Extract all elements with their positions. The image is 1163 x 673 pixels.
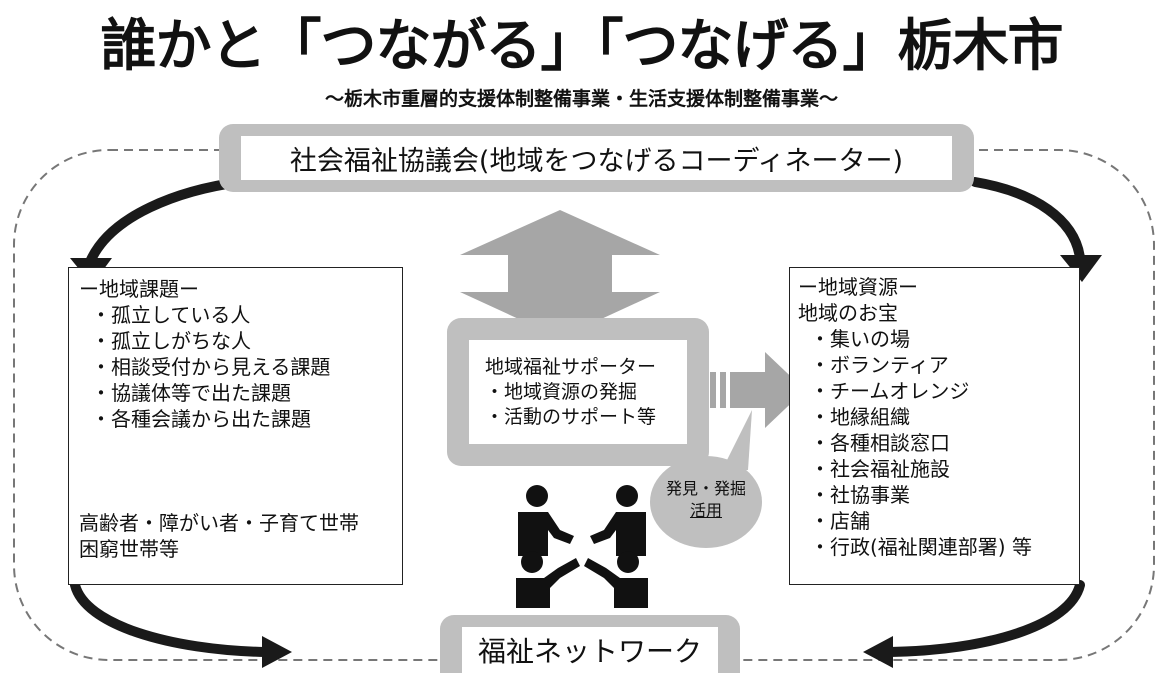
council-label: 社会福祉協議会(地域をつなげるコーディネーター) (289, 145, 904, 177)
list-item: ・相談受付から見える課題 (91, 355, 331, 379)
list-item: ・社協事業 (810, 483, 910, 507)
utilization-line: 活用 (689, 501, 722, 520)
curved-arrow-top-left (85, 177, 245, 267)
local-issues-heading: ー地域課題ー (79, 277, 199, 301)
page-title: 誰かと「つながる」「つなげる」栃木市 (100, 14, 1064, 79)
arrowhead-bottom-left (262, 636, 292, 668)
page-subtitle: ～栃木市重層的支援体制整備事業・生活支援体制整備事業～ (324, 88, 838, 110)
list-item: ・協議体等で出た課題 (91, 381, 291, 405)
list-item: ・各種会議から出た課題 (91, 407, 311, 431)
list-item: ・店舗 (810, 509, 870, 533)
people-pointing-icon (516, 485, 648, 608)
list-item: ・行政(福祉関連部署) 等 (810, 535, 1032, 559)
target-groups-line: 困窮世帯等 (79, 537, 179, 561)
discovery-label: 発見・発掘 活用 (650, 478, 762, 522)
local-issues-panel: ー地域課題ー ・孤立している人 ・孤立しがちな人 ・相談受付から見える課題 ・協… (68, 267, 403, 585)
target-groups-line: 高齢者・障がい者・子育て世帯 (79, 511, 359, 535)
supporter-title: 地域福祉サポーター (485, 355, 657, 378)
list-item: ・地域資源の発掘 (485, 380, 638, 403)
list-item: ・孤立しがちな人 (91, 329, 251, 353)
curved-arrow-top-right (970, 177, 1085, 263)
network-label: 福祉ネットワーク (477, 635, 702, 668)
list-item: ・社会福祉施設 (810, 457, 950, 481)
curved-arrow-bottom-left (70, 580, 270, 657)
local-resources-heading: ー地域資源ー (798, 275, 918, 299)
local-resources-panel: ー地域資源ー 地域のお宝 ・集いの場 ・ボランティア ・チームオレンジ ・地縁組… (789, 267, 1080, 585)
supporter-box: 地域福祉サポーター ・地域資源の発掘 ・活動のサポート等 (447, 318, 709, 466)
arrowhead-top-right (1060, 255, 1102, 282)
discovery-line: 発見・発掘 (665, 479, 746, 498)
council-bar: 社会福祉協議会(地域をつなげるコーディネーター) (219, 124, 974, 192)
list-item: ・チームオレンジ (810, 379, 970, 403)
local-resources-subheading: 地域のお宝 (798, 301, 898, 325)
list-item: ・活動のサポート等 (485, 405, 657, 428)
curved-arrow-bottom-right (885, 580, 1085, 657)
double-arrow-icon (460, 210, 660, 338)
list-item: ・各種相談窓口 (810, 431, 950, 455)
list-item: ・孤立している人 (91, 303, 251, 327)
list-item: ・集いの場 (810, 327, 910, 351)
right-arrow-icon (710, 352, 805, 428)
discovery-bubble (650, 410, 762, 548)
list-item: ・ボランティア (810, 353, 949, 377)
list-item: ・地縁組織 (810, 405, 910, 429)
network-bar: 福祉ネットワーク (440, 615, 740, 673)
arrowhead-bottom-right (863, 636, 893, 668)
